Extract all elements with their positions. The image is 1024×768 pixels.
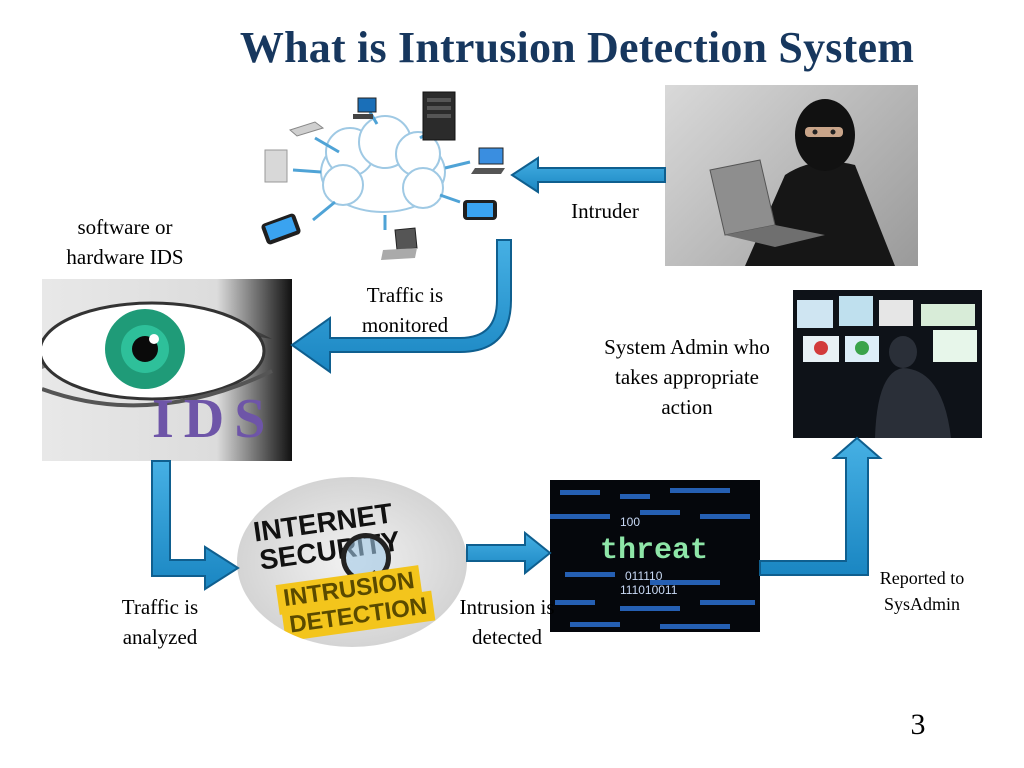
threat-image: 100 011110 111010011 threat [550,480,760,632]
label-reported-line2: SysAdmin [883,594,961,614]
label-traffic-analyzed: Traffic is analyzed [100,592,220,652]
arrow-analysis-to-threat [466,530,552,576]
tower-pc-icon [264,149,288,183]
label-intrusion-detected-line2: detected [472,625,542,649]
label-ids-line2: hardware IDS [66,245,184,269]
label-ids-line1: software or [77,215,173,239]
slide-title: What is Intrusion Detection System [239,23,915,72]
label-intruder: Intruder [571,199,639,223]
laptop-icon-bottom [381,227,418,260]
ids-eye-text: IDS [152,388,276,450]
label-sysadmin-line3: action [661,395,713,419]
label-intrusion-detected: Intrusion is detected [440,592,574,652]
intruder-photo [665,85,918,266]
svg-text:111010011: 111010011 [620,583,678,597]
label-traffic-analyzed-line1: Traffic is [121,595,199,619]
label-intrusion-detected-line1: Intrusion is [459,595,555,619]
ids-eye-image: IDS [42,279,292,461]
label-traffic-analyzed-line2: analyzed [122,625,198,649]
arrow-intruder-to-network [510,156,666,194]
router-icon [288,121,325,137]
desktop-icon [353,97,377,119]
svg-text:100: 100 [620,515,640,529]
arrow-threat-to-sysadmin [759,436,883,576]
phone-icon-right [463,200,497,220]
label-sysadmin-line1: System Admin who [604,335,770,359]
arrow-ids-to-analysis [151,460,240,591]
intrusion-detection-disc: INTERNET SECURITY INTRUSION DETECTION [237,477,467,647]
phone-icon-left [261,213,301,245]
laptop-icon-right [471,147,505,174]
label-ids: software or hardware IDS [40,212,210,272]
label-sysadmin-line2: takes appropriate [614,365,760,389]
server-icon [422,91,456,141]
label-reported: Reported to SysAdmin [860,565,984,617]
network-cloud-illustration [255,90,510,270]
label-sysadmin: System Admin who takes appropriate actio… [582,332,792,422]
label-traffic-monitored: Traffic is monitored [345,280,465,340]
label-traffic-monitored-line2: monitored [361,313,449,337]
sysadmin-photo [793,290,982,438]
arrow-network-to-ids [290,239,512,374]
label-reported-line1: Reported to [879,568,965,588]
threat-word: threat [600,534,709,568]
page-number: 3 [910,708,926,741]
label-traffic-monitored-line1: Traffic is [366,283,444,307]
svg-text:011110: 011110 [625,569,663,583]
